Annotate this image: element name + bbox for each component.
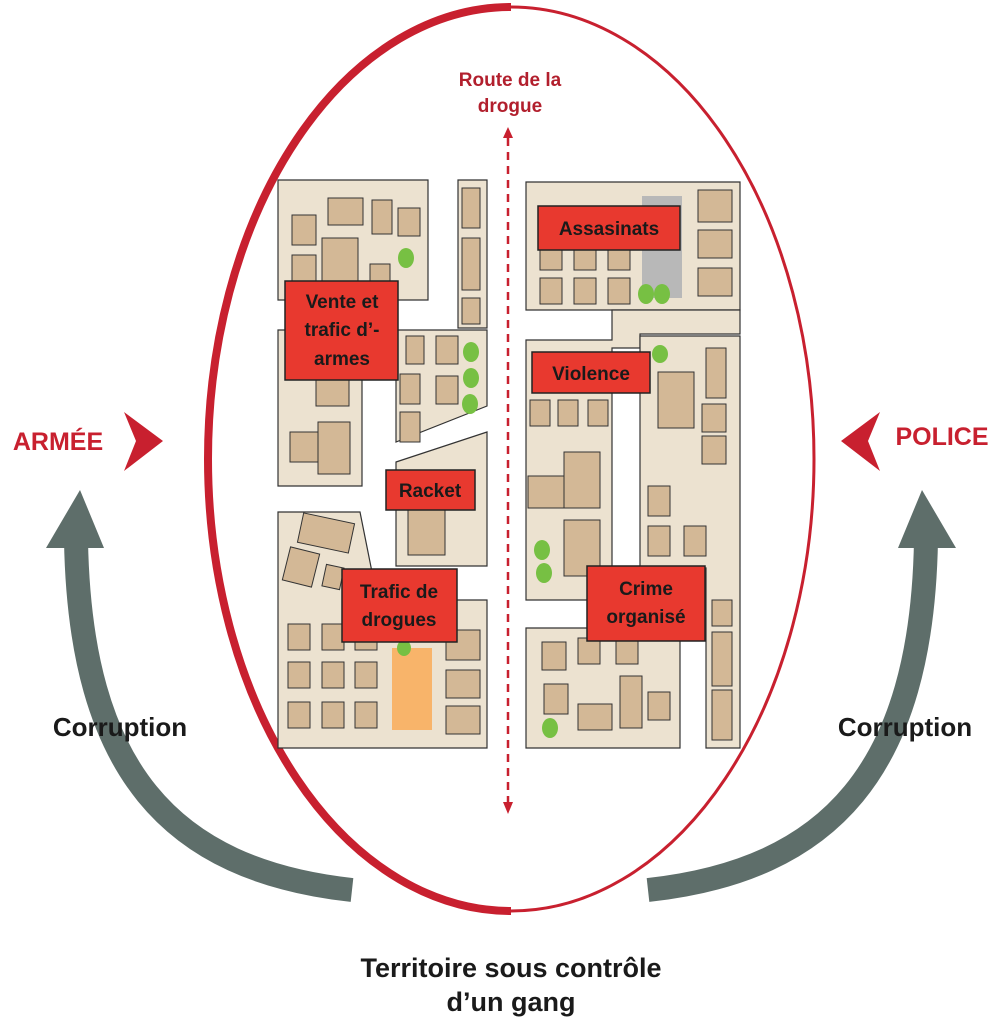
corruption-arrow-right [646, 490, 956, 902]
route-label-line1: Route de la [459, 70, 562, 91]
drug-route [503, 127, 513, 814]
tag-crime-line1: Crime [619, 579, 673, 600]
corruption-label-left: Corruption [53, 712, 187, 742]
police-label: POLICE [895, 423, 988, 451]
route-arrow-bottom [503, 802, 513, 814]
tag-drugs-line1: Trafic de [360, 582, 438, 603]
field-area [392, 648, 432, 730]
tag-drugs-line2: drogues [362, 610, 437, 631]
tag-violence: Violence [531, 351, 651, 394]
tag-assassinations-line1: Assasinats [559, 219, 659, 240]
tag-drug-trafficking: Trafic de drogues [341, 568, 458, 643]
armee-label: ARMÉE [13, 427, 103, 456]
city-map-left [277, 179, 488, 749]
route-arrow-top [503, 127, 513, 138]
corruption-arrow-left [46, 490, 354, 902]
tag-arms-line2: trafic d’- [305, 320, 380, 341]
city-map-right [525, 181, 741, 749]
tag-racket-line1: Racket [399, 481, 462, 502]
arrow-head-right [898, 490, 956, 548]
police-chevron [841, 412, 880, 471]
tag-arms-line1: Vente et [306, 292, 380, 313]
territory-caption-line1: Territoire sous contrôle [360, 953, 661, 983]
corruption-label-right: Corruption [838, 712, 972, 742]
armee-chevron [124, 412, 163, 471]
tag-organized-crime: Crime organisé [586, 565, 706, 642]
tag-racket: Racket [385, 469, 476, 511]
territory-caption-line2: d’un gang [447, 987, 576, 1017]
territory-boundary [204, 3, 816, 915]
tag-arms-line3: armes [314, 349, 370, 370]
tag-violence-line1: Violence [552, 364, 630, 385]
tag-arms-trafficking: Vente et trafic d’- armes [284, 280, 399, 381]
arrow-head-left [46, 490, 104, 548]
tag-assassinations: Assasinats [537, 205, 681, 251]
route-label-line2: drogue [478, 96, 542, 117]
tag-crime-line2: organisé [606, 607, 685, 628]
